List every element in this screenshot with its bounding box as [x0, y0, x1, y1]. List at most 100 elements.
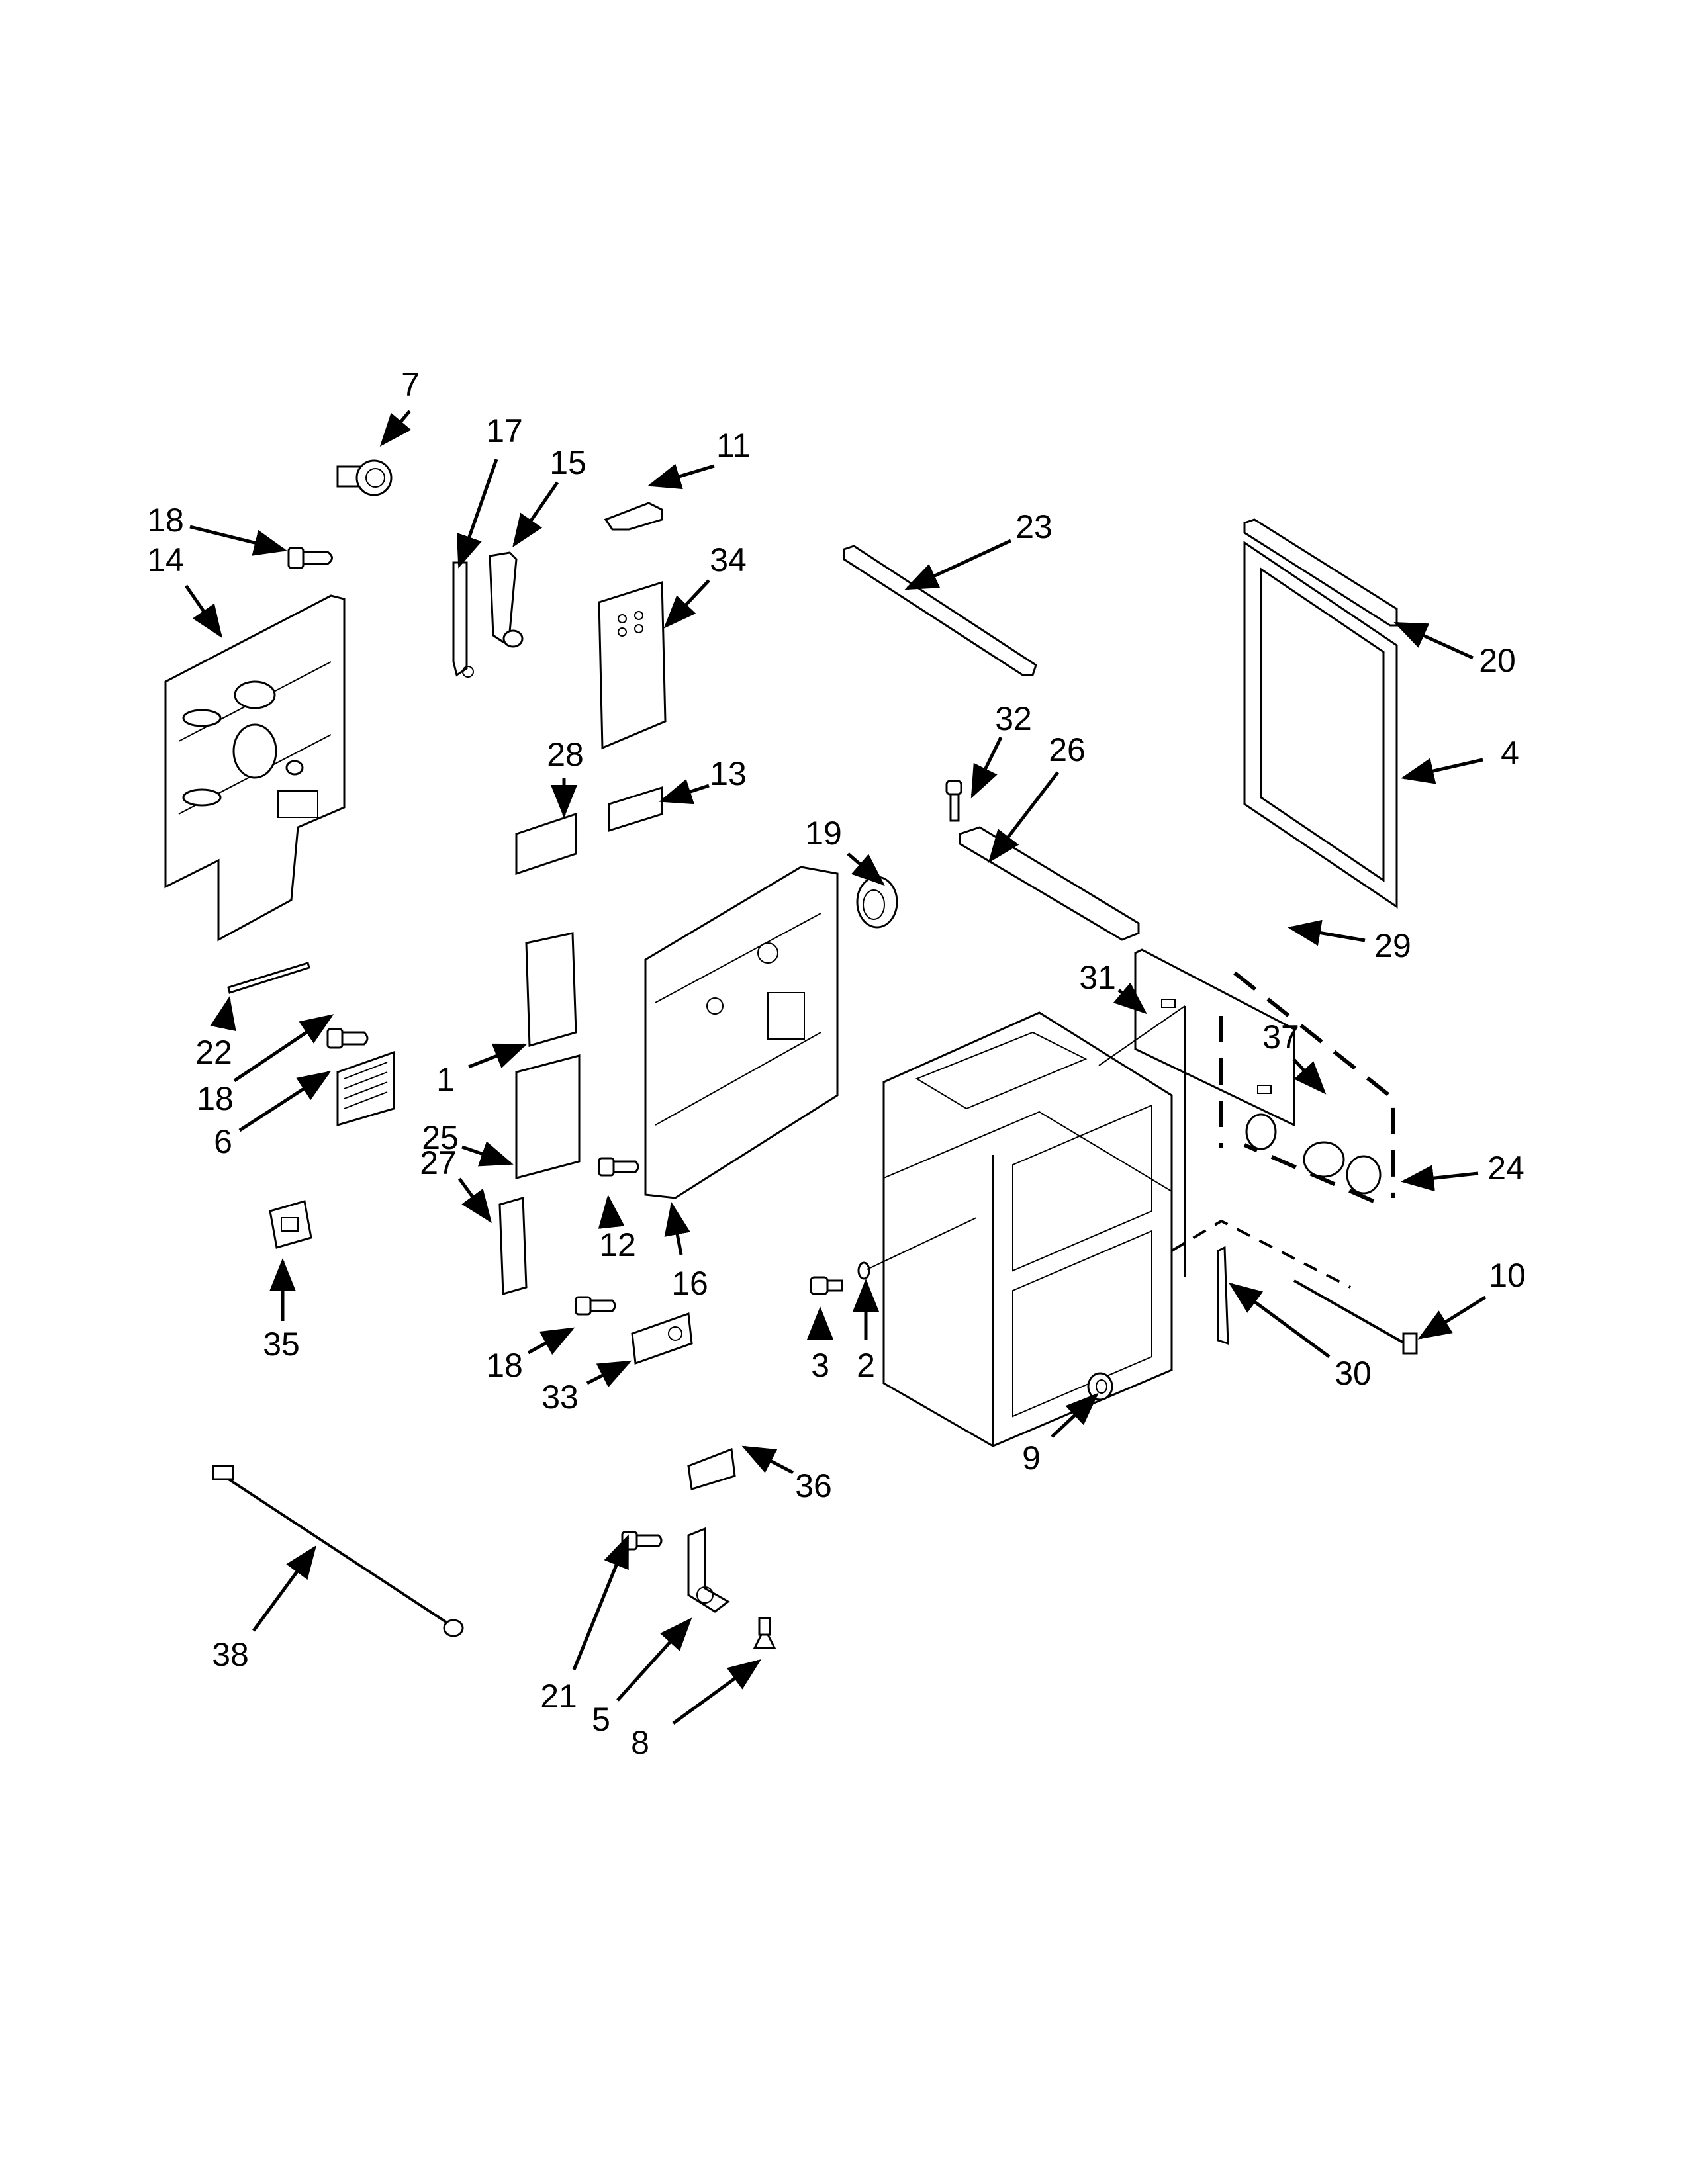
callout-22[interactable]: 22 — [195, 996, 236, 1071]
callout-34[interactable]: 34 — [663, 541, 747, 629]
callout-1[interactable]: 1 — [436, 1043, 528, 1098]
part-28-bracket — [515, 812, 577, 876]
callout-20[interactable]: 20 — [1393, 621, 1516, 679]
svg-text:3: 3 — [811, 1347, 829, 1384]
part-1-channel — [525, 932, 577, 1047]
svg-text:37: 37 — [1262, 1019, 1299, 1056]
svg-text:20: 20 — [1479, 642, 1516, 679]
part-16-side-panel — [644, 866, 839, 1199]
svg-text:10: 10 — [1489, 1257, 1526, 1294]
part-19-fan — [856, 876, 898, 929]
callout-5[interactable]: 5 — [592, 1617, 692, 1738]
svg-text:26: 26 — [1049, 731, 1086, 768]
callout-2[interactable]: 2 — [853, 1279, 879, 1384]
svg-text:36: 36 — [795, 1467, 832, 1504]
part-18-screw-low — [575, 1296, 616, 1316]
callout-13[interactable]: 13 — [659, 755, 747, 805]
svg-text:38: 38 — [212, 1636, 249, 1673]
callout-29[interactable]: 29 — [1288, 919, 1411, 964]
callout-9[interactable]: 9 — [1022, 1392, 1099, 1477]
callout-31[interactable]: 31 — [1079, 959, 1147, 1015]
svg-text:18: 18 — [486, 1347, 523, 1384]
callout-28[interactable]: 28 — [547, 736, 584, 818]
callout-8[interactable]: 8 — [631, 1659, 762, 1761]
part-35-bracket — [269, 1200, 312, 1249]
part-9-bumper — [1087, 1372, 1113, 1401]
svg-text:12: 12 — [599, 1226, 636, 1263]
svg-text:17: 17 — [486, 412, 523, 449]
svg-text:16: 16 — [671, 1265, 708, 1302]
svg-text:34: 34 — [710, 541, 747, 578]
callout-27[interactable]: 27 — [420, 1144, 492, 1224]
svg-text:19: 19 — [805, 815, 842, 852]
part-33-bracket — [631, 1312, 693, 1365]
part-6-grille — [336, 1050, 395, 1127]
callout-25[interactable]: 25 — [422, 1119, 514, 1167]
callout-35[interactable]: 35 — [263, 1258, 300, 1363]
callout-14[interactable]: 14 — [147, 541, 222, 639]
callout-24[interactable]: 24 — [1401, 1150, 1524, 1192]
callout-18-top[interactable]: 18 — [147, 502, 287, 556]
part-8-leveling-leg — [753, 1617, 776, 1649]
part-26-bracket — [959, 826, 1140, 941]
callout-38[interactable]: 38 — [212, 1545, 316, 1673]
svg-text:14: 14 — [147, 541, 184, 578]
callout-33[interactable]: 33 — [541, 1360, 632, 1416]
part-27-bracket — [498, 1197, 528, 1295]
callout-11[interactable]: 11 — [647, 427, 751, 490]
callout-4[interactable]: 4 — [1401, 735, 1519, 784]
part-10-sensor — [1293, 1279, 1418, 1355]
callout-30[interactable]: 30 — [1228, 1283, 1372, 1392]
part-18-screw-top — [287, 547, 333, 569]
callout-18-mid[interactable]: 18 — [197, 1014, 334, 1117]
svg-text:33: 33 — [541, 1379, 579, 1416]
callout-32[interactable]: 32 — [970, 700, 1032, 799]
svg-text:1: 1 — [436, 1061, 455, 1098]
svg-text:6: 6 — [214, 1123, 232, 1160]
svg-text:30: 30 — [1335, 1355, 1372, 1392]
callout-26[interactable]: 26 — [988, 731, 1086, 863]
callout-12[interactable]: 12 — [598, 1195, 636, 1263]
callout-17[interactable]: 17 — [456, 412, 523, 569]
svg-text:31: 31 — [1079, 959, 1116, 996]
callout-21[interactable]: 21 — [540, 1534, 630, 1715]
part-13-plate — [608, 786, 663, 833]
callout-7[interactable]: 7 — [379, 366, 420, 447]
part-37-bulb — [1245, 1113, 1382, 1195]
svg-text:24: 24 — [1487, 1150, 1524, 1187]
svg-text:25: 25 — [422, 1119, 459, 1156]
svg-text:29: 29 — [1374, 927, 1411, 964]
part-11-bracket — [604, 502, 663, 531]
callout-23[interactable]: 23 — [904, 508, 1053, 590]
callout-6[interactable]: 6 — [214, 1071, 332, 1160]
svg-text:27: 27 — [420, 1144, 457, 1181]
svg-text:18: 18 — [197, 1080, 234, 1117]
svg-text:35: 35 — [263, 1326, 300, 1363]
part-12-screw — [598, 1157, 639, 1177]
part-4-frame — [1243, 541, 1398, 909]
part-22-strip — [227, 962, 310, 994]
svg-text:22: 22 — [195, 1034, 232, 1071]
callout-10[interactable]: 10 — [1417, 1257, 1526, 1340]
svg-text:11: 11 — [716, 427, 751, 464]
part-15-duct — [489, 551, 524, 648]
callout-37[interactable]: 37 — [1262, 1019, 1327, 1095]
part-32-screw — [945, 780, 962, 822]
part-18-screw-mid — [326, 1028, 369, 1049]
part-31-oven-cavity — [882, 1005, 1186, 1447]
cavity-alignment-dash — [1170, 1219, 1351, 1289]
callout-18-low[interactable]: 18 — [486, 1327, 575, 1384]
callout-16[interactable]: 16 — [664, 1202, 708, 1302]
svg-text:21: 21 — [540, 1678, 577, 1715]
callout-15[interactable]: 15 — [512, 444, 586, 548]
svg-text:18: 18 — [147, 502, 184, 539]
svg-text:13: 13 — [710, 755, 747, 792]
svg-text:4: 4 — [1501, 735, 1519, 772]
callout-3[interactable]: 3 — [807, 1306, 833, 1384]
part-7-thermostat — [336, 459, 393, 496]
part-17-bracket — [452, 561, 474, 678]
svg-text:15: 15 — [549, 444, 586, 481]
callout-36[interactable]: 36 — [741, 1445, 832, 1504]
callout-19[interactable]: 19 — [805, 815, 885, 886]
